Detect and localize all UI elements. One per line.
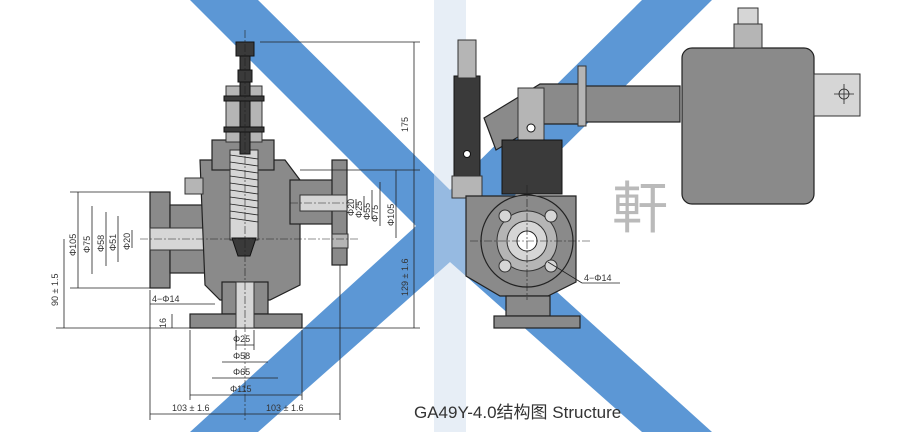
valve-disc <box>231 237 257 257</box>
dim-width-right: 103 ± 1.6 <box>266 403 303 413</box>
bottom-flange-exterior <box>493 315 581 329</box>
dim-phi20-right: Φ20 <box>346 199 356 216</box>
dim-phi20-left: Φ20 <box>122 233 132 250</box>
bolt-hole-1 <box>498 209 512 223</box>
dim-phi58-bottom: Φ58 <box>233 351 250 361</box>
dim-16: 16 <box>158 318 168 328</box>
dim-phi115-bottom: Φ115 <box>230 384 252 394</box>
dimension-lines <box>56 41 420 420</box>
dim-90: 90 ± 1.5 <box>50 274 60 306</box>
bolt-hole-2 <box>544 209 558 223</box>
dim-phi75-left: Φ75 <box>82 236 92 253</box>
bolt-hole-4 <box>544 259 558 273</box>
valve-bonnet <box>501 139 563 195</box>
body-plug <box>184 177 204 195</box>
stem-housing <box>453 75 481 179</box>
dim-phi75-right: Φ75 <box>370 205 380 222</box>
dim-phi25-bottom: Φ25 <box>233 334 250 344</box>
weight-nut <box>733 23 763 49</box>
dim-phi25-right: Φ25 <box>354 201 364 218</box>
dim-phi51-left: Φ51 <box>108 234 118 251</box>
outlet-flange <box>331 159 348 266</box>
dim-175: 175 <box>400 117 410 132</box>
dim-phi58-left: Φ58 <box>96 235 106 252</box>
dim-phi55-right: Φ55 <box>362 203 372 220</box>
dim-phi65-bottom: Φ65 <box>233 367 250 377</box>
dim-phi105-left: Φ105 <box>68 234 78 256</box>
lever-pin <box>577 65 587 127</box>
dim-phi105-right: Φ105 <box>386 204 396 226</box>
counterweight <box>681 47 815 205</box>
bolt-hole-3 <box>498 259 512 273</box>
spring-plate-lower <box>223 126 265 133</box>
bottom-neck-exterior <box>505 295 551 317</box>
dim-width-left: 103 ± 1.6 <box>172 403 209 413</box>
diagram-caption: GA49Y-4.0结构图 Structure <box>414 403 621 422</box>
spring <box>229 154 259 223</box>
stem-collar <box>451 175 483 199</box>
dim-129: 129 ± 1.6 <box>400 259 410 296</box>
exterior-view <box>451 7 861 329</box>
stem-top <box>457 39 477 79</box>
watermark-char-2: 軒 <box>612 177 668 242</box>
weight-bolt <box>737 7 759 25</box>
lever-arm <box>579 85 681 123</box>
weight-bracket <box>813 73 861 117</box>
spring-chamber <box>229 149 259 241</box>
spring-plate-upper <box>223 95 265 102</box>
drain-plug <box>331 233 349 249</box>
dim-holes-side: 4−Φ14 <box>584 273 611 283</box>
section-view <box>140 30 360 420</box>
dim-holes-left: 4−Φ14 <box>152 294 179 304</box>
